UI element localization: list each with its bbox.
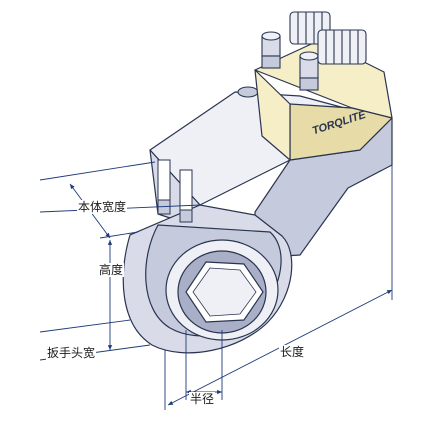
couplers <box>261 11 367 91</box>
label-body-width: 本体宽度 <box>77 200 128 214</box>
dim-body-width-ext-1 <box>39 161 156 181</box>
label-length: 长度 <box>279 345 306 359</box>
cylinder-front <box>254 69 291 161</box>
hydraulic-cylinder <box>254 39 393 161</box>
ring-head <box>122 204 293 354</box>
dim-head-width-ext-1 <box>39 319 131 333</box>
label-radius: 半径 <box>189 392 216 406</box>
port-1 <box>237 86 259 98</box>
swivel-fitting-front <box>317 29 367 65</box>
coupler-left <box>261 31 281 69</box>
label-head-width: 扳手头宽 <box>46 346 97 360</box>
label-height: 高度 <box>98 263 125 277</box>
dimension-lines <box>39 161 393 410</box>
coupler-right <box>299 51 319 91</box>
slot-left <box>157 159 171 203</box>
dim-height-ext-top <box>99 231 139 239</box>
front-slots <box>157 159 193 223</box>
